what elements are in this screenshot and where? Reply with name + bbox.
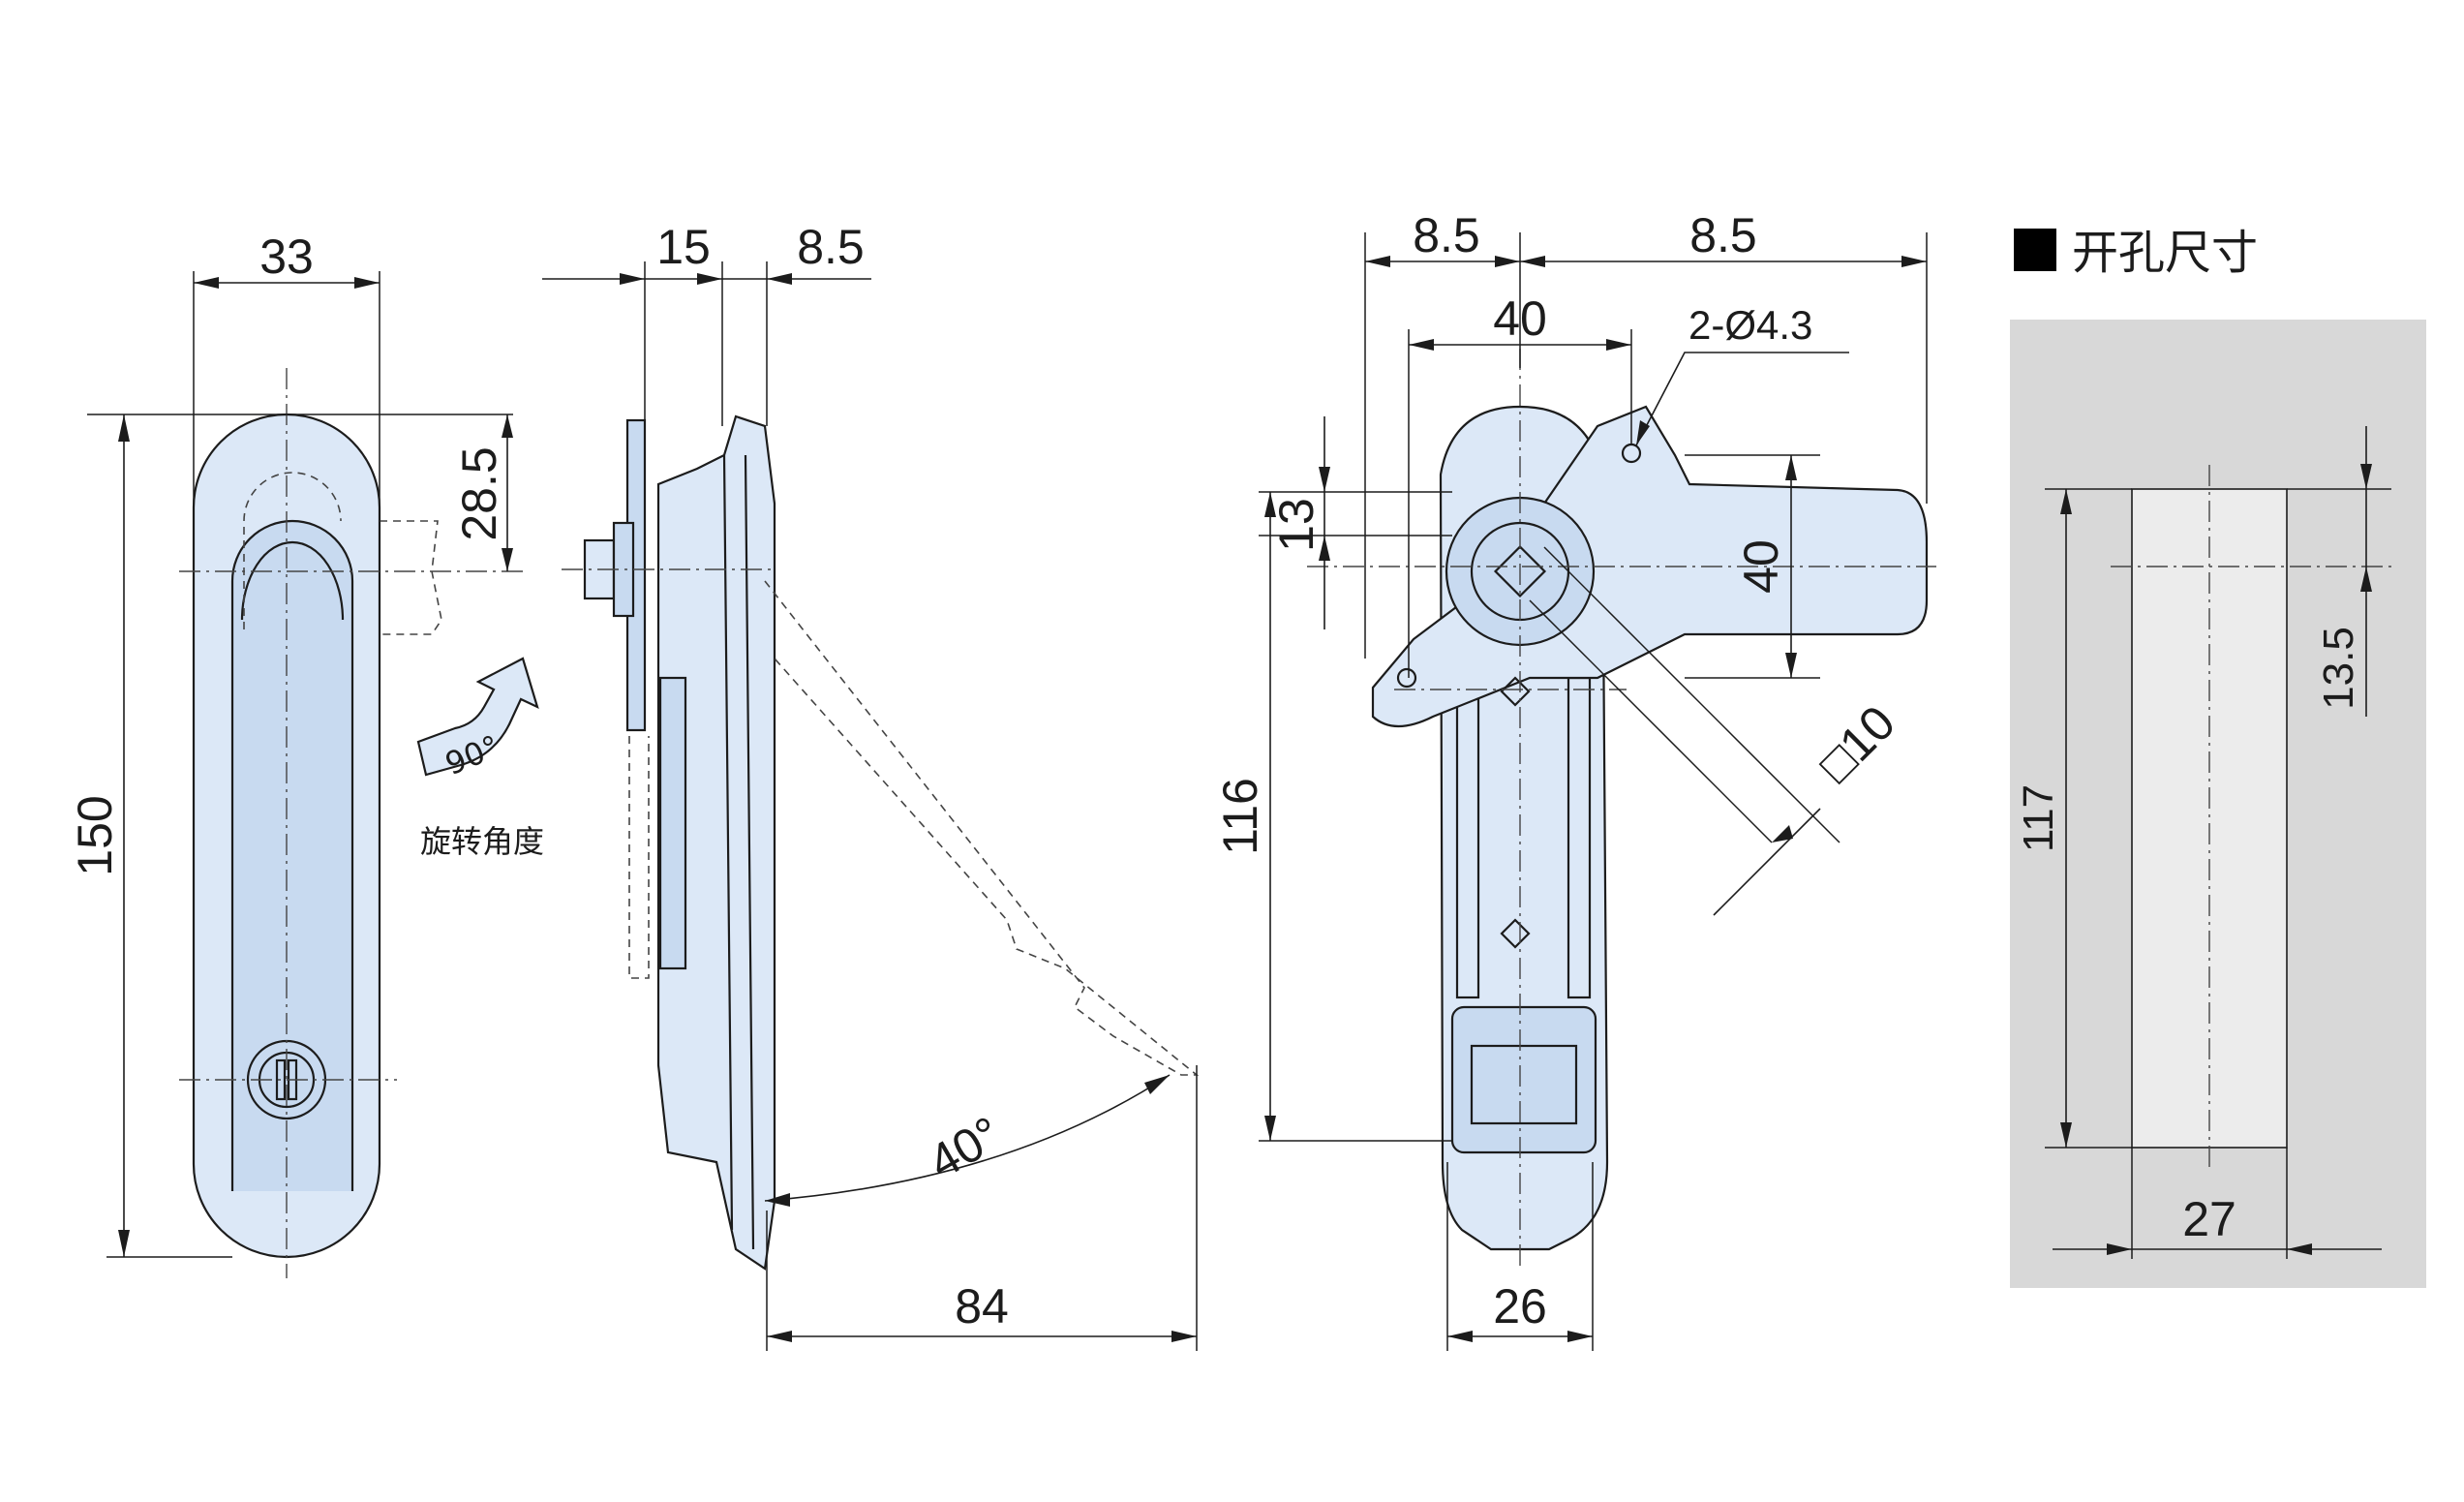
dim-13-label: 13	[1269, 498, 1323, 552]
side-open-position	[764, 580, 1200, 1076]
dim-27-arrow-l	[2107, 1243, 2132, 1255]
dim-150-arrow-b	[118, 1230, 130, 1257]
side-view: 15 8.5 40° 84	[542, 220, 1200, 1351]
cutout-title: 开孔尺寸	[2072, 226, 2258, 280]
side-lock-body	[658, 676, 687, 970]
dim-rear-arrow-3	[1520, 256, 1545, 267]
dim-15-arrow-l	[620, 273, 645, 285]
rear-latch-inner	[1470, 1044, 1578, 1125]
square-label: □10	[1809, 695, 1905, 792]
dim-40v-label: 40	[1734, 539, 1788, 594]
rotation-caption: 旋转角度	[420, 823, 544, 860]
side-handle-face	[722, 454, 755, 1250]
dim-15-arrow-r	[697, 273, 722, 285]
dim-117-arrow-t	[2060, 489, 2072, 514]
dim-rear-arrow-4	[1901, 256, 1927, 267]
square-ext-1	[1543, 546, 1840, 843]
dim-rear-8-5-left-label: 8.5	[1413, 208, 1480, 262]
dim-40h-label: 40	[1493, 291, 1547, 346]
dim-rear-arrow-1	[1365, 256, 1390, 267]
dim-117-arrow-b	[2060, 1122, 2072, 1148]
dim-40v-arrow-t	[1785, 455, 1797, 480]
square-ext-2	[1529, 599, 1773, 843]
dim-116-arrow-b	[1264, 1116, 1276, 1141]
dim-117-label: 117	[2015, 784, 2062, 852]
dim-33-arrow-l	[194, 277, 219, 289]
dim-40h-arrow-l	[1409, 339, 1434, 351]
dim-13-5-arrow-b	[2360, 567, 2372, 592]
dim-13-arrow-t	[1319, 467, 1330, 492]
dim-28-5-label: 28.5	[452, 446, 506, 540]
dim-116-arrow-t	[1264, 492, 1276, 517]
dim-13-arrow-b	[1319, 536, 1330, 561]
dim-40v-arrow-b	[1785, 653, 1797, 678]
dim-13-5-label: 13.5	[2315, 627, 2362, 710]
cutout-panel: 开孔尺寸 117 13.5 27	[2010, 226, 2426, 1288]
dim-150-label: 150	[68, 795, 122, 875]
front-handle-slot	[230, 519, 354, 1191]
dim-8-5-side-label: 8.5	[797, 220, 865, 274]
dim-27-arrow-r	[2287, 1243, 2312, 1255]
square-dim-line	[1713, 808, 1821, 916]
dim-84-arrow-r	[1171, 1331, 1197, 1342]
dim-rear-8-5-right-label: 8.5	[1689, 208, 1757, 262]
dim-116-label: 116	[1213, 778, 1267, 855]
rear-screw-1	[1500, 676, 1531, 707]
hole-leader-arrow	[1636, 420, 1650, 445]
cam-hole-bottom	[1396, 667, 1417, 689]
dim-27-label: 27	[2182, 1192, 2236, 1246]
front-handle-grip-recess	[240, 540, 345, 621]
front-view: 33 150 28.5 90° 旋转角度	[68, 230, 544, 1278]
hole-leader	[1635, 352, 1849, 446]
dim-13-5-arrow-t	[2360, 464, 2372, 489]
square-arrow	[1772, 825, 1793, 843]
dim-28-5-arrow-b	[502, 548, 513, 571]
dim-26-arrow-l	[1447, 1331, 1473, 1342]
dim-15-label: 15	[656, 220, 711, 274]
angle-40-label: 40°	[920, 1106, 1010, 1189]
angle-arc-arrow-r	[1144, 1075, 1170, 1094]
cutout-opening	[2131, 488, 2288, 1149]
cutout-title-square-icon	[2014, 229, 2056, 271]
front-hidden-profile	[243, 472, 342, 629]
dim-33-arrow-r	[354, 277, 380, 289]
side-hidden-lock	[628, 736, 650, 979]
angle-arc-40	[764, 1074, 1171, 1202]
rear-latch-pocket	[1450, 1005, 1597, 1154]
dim-150-arrow-t	[118, 414, 130, 442]
dim-8-5-arrow-r	[767, 273, 792, 285]
dim-26-label: 26	[1493, 1279, 1547, 1333]
dim-26-arrow-r	[1567, 1331, 1593, 1342]
rotation-arrow-icon	[416, 657, 539, 777]
dim-28-5-arrow-t	[502, 414, 513, 438]
angle-arc-arrow-l	[765, 1193, 790, 1207]
dim-40h-arrow-r	[1606, 339, 1631, 351]
dim-33-label: 33	[259, 230, 314, 284]
key-slot	[275, 1058, 287, 1101]
cam-hole-top	[1621, 443, 1642, 464]
dim-rear-arrow-2	[1495, 256, 1520, 267]
dim-84-arrow-l	[767, 1331, 792, 1342]
rear-screw-2	[1500, 918, 1531, 949]
front-hidden-cam	[380, 520, 442, 635]
rear-view: 8.5 8.5 40 2-Ø4.3 40 13 116	[1213, 208, 1936, 1351]
hole-label: 2-Ø4.3	[1688, 302, 1812, 348]
dim-84-label: 84	[955, 1279, 1009, 1333]
